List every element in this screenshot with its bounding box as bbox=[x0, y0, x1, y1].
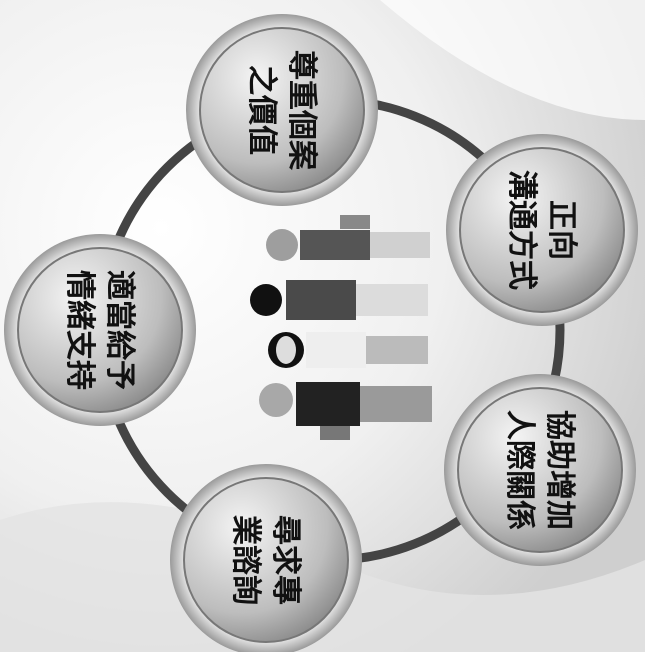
node-5 bbox=[4, 234, 196, 426]
node-3 bbox=[444, 374, 636, 566]
person-body bbox=[286, 280, 356, 320]
person-arm bbox=[340, 215, 370, 229]
node-4 bbox=[170, 464, 362, 652]
node-circle bbox=[184, 478, 348, 642]
node-2-line2: 溝通方式 bbox=[504, 170, 539, 290]
person-face bbox=[276, 336, 296, 364]
person-legs bbox=[360, 386, 432, 422]
node-1 bbox=[186, 14, 378, 206]
node-3-line1: 協助增加 bbox=[542, 410, 577, 530]
node-1-line1: 尊重個案 bbox=[284, 50, 319, 171]
node-circle bbox=[18, 248, 182, 412]
node-3-line2: 人際關係 bbox=[502, 410, 537, 530]
node-1-line2: 之價值 bbox=[244, 65, 279, 155]
node-5-line2: 情緒支持 bbox=[62, 270, 97, 390]
node-circle bbox=[458, 388, 622, 552]
node-2-line1: 正向 bbox=[544, 200, 579, 260]
person-legs bbox=[366, 336, 428, 364]
person-body bbox=[300, 230, 370, 260]
person-legs bbox=[356, 284, 428, 316]
node-circle bbox=[200, 28, 364, 192]
person-arm bbox=[320, 426, 350, 440]
person-head bbox=[250, 284, 282, 316]
node-5-line1: 適當給予 bbox=[102, 270, 137, 390]
node-4-line1: 尋求專 bbox=[268, 515, 303, 605]
person-body bbox=[306, 332, 366, 368]
node-circle bbox=[460, 148, 624, 312]
person-head bbox=[259, 383, 293, 417]
node-2 bbox=[446, 134, 638, 326]
person-legs bbox=[370, 232, 430, 258]
person-head bbox=[266, 229, 298, 261]
person-body bbox=[296, 382, 360, 426]
node-4-line2: 業諮詢 bbox=[228, 515, 263, 605]
